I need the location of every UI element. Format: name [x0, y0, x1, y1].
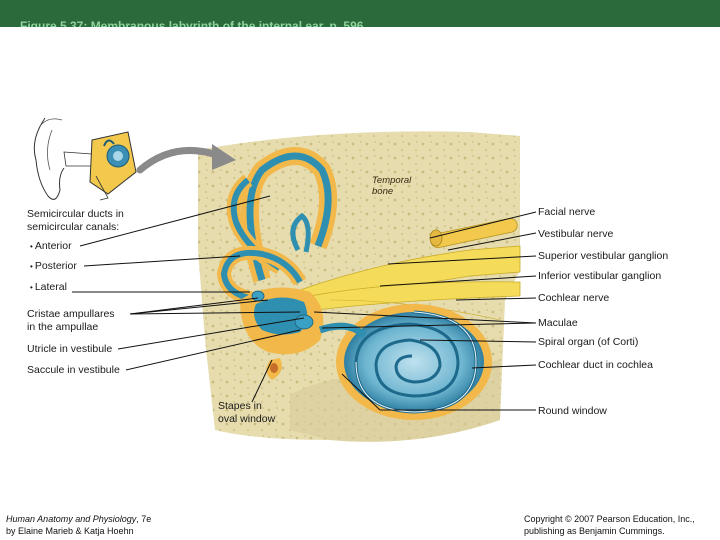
copyright-line2: publishing as Benjamin Cummings.	[524, 526, 665, 536]
anterior-text: Anterior	[34, 240, 72, 252]
copyright-notice: Copyright © 2007 Pearson Education, Inc.…	[524, 513, 695, 537]
stapes-label-line2: oval window	[218, 413, 276, 425]
superior-vestibular-ganglion-label: Superior vestibular ganglion	[538, 250, 669, 262]
maculae-label: Maculae	[538, 317, 578, 329]
cristae-label: Cristae ampullares in the ampullae	[27, 308, 115, 334]
semicircular-ducts-label: Semicircular ducts in semicircular canal…	[27, 208, 124, 234]
lateral-text: Lateral	[34, 281, 67, 293]
title-bar	[0, 0, 720, 27]
bullet-icon: •	[30, 242, 33, 251]
cristae-label-line2: in the ampullae	[27, 321, 99, 333]
posterior-label: •Posterior	[30, 260, 77, 273]
vestibular-nerve-label: Vestibular nerve	[538, 228, 614, 240]
ear-inset	[33, 117, 137, 201]
book-credit-line1: Human Anatomy and Physiology, 7e	[6, 513, 151, 525]
leader-lines-left	[72, 195, 305, 403]
temporal-bone-label: Temporal bone	[372, 175, 411, 197]
semicircular-ducts-label-line2: semicircular canals:	[27, 221, 120, 233]
book-title: Human Anatomy and Physiology	[6, 514, 137, 524]
anterior-label: •Anterior	[30, 240, 72, 253]
vestibule	[240, 287, 324, 380]
bullet-icon: •	[30, 283, 33, 292]
book-credit: Human Anatomy and Physiology, 7e by Elai…	[6, 513, 151, 537]
cochlear-duct-label: Cochlear duct in cochlea	[538, 359, 653, 371]
copyright-line1: Copyright © 2007 Pearson Education, Inc.…	[524, 514, 695, 524]
stapes-label: Stapes in oval window	[218, 400, 275, 426]
lateral-label: •Lateral	[30, 281, 67, 294]
leader-lines-right	[313, 211, 537, 411]
temporal-bone-label-line1: Temporal	[372, 175, 412, 186]
book-authors: by Elaine Marieb & Katja Hoehn	[6, 526, 134, 536]
saccule-label: Saccule in vestibule	[27, 364, 120, 376]
stapes-label-line1: Stapes in	[218, 400, 262, 412]
cochlear-nerve-label: Cochlear nerve	[538, 292, 610, 304]
semicircular-ducts-label-line1: Semicircular ducts in	[27, 208, 124, 220]
inferior-vestibular-ganglion-label: Inferior vestibular ganglion	[538, 270, 662, 282]
cristae-label-line1: Cristae ampullares	[27, 308, 115, 320]
vestibulocochlear-nerve	[299, 217, 521, 321]
zoom-arrow-head	[212, 144, 236, 170]
posterior-text: Posterior	[34, 260, 77, 272]
book-edition: , 7e	[136, 514, 152, 524]
zoom-arrow	[136, 147, 224, 174]
slide-title: Figure 5.37: Membranous labyrinth of the…	[20, 19, 367, 27]
spiral-organ-label: Spiral organ (of Corti)	[538, 336, 639, 348]
utricle-label: Utricle in vestibule	[27, 343, 113, 355]
temporal-bone-label-line2: bone	[372, 186, 394, 197]
facial-nerve-label: Facial nerve	[538, 206, 596, 218]
cochlea	[318, 304, 492, 420]
round-window-label: Round window	[538, 405, 607, 417]
bullet-icon: •	[30, 262, 33, 271]
